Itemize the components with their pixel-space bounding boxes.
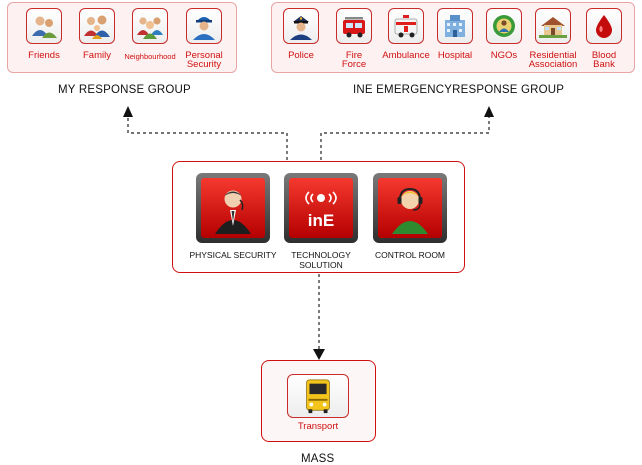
ambulance-tile[interactable]	[388, 8, 424, 44]
friends-label: Friends	[28, 50, 60, 61]
blood-bank-label: Blood Bank	[591, 50, 617, 70]
neighbourhood-label: Neighbourhood	[124, 52, 176, 61]
connector-to-my-group	[127, 116, 288, 160]
transport-label: Transport	[297, 421, 339, 432]
police-tile[interactable]	[283, 8, 319, 44]
family-label: Family	[83, 50, 111, 61]
ambulance-label: Ambulance	[382, 50, 430, 61]
police-icon	[290, 16, 312, 40]
bus-icon	[306, 379, 330, 414]
arrowhead-mass	[313, 349, 325, 360]
fire-force-tile[interactable]	[336, 8, 372, 44]
arrowhead-ine-group	[484, 106, 494, 117]
control-room-tile[interactable]	[373, 173, 447, 243]
blood-bank-tile[interactable]	[586, 8, 622, 44]
ngos-icon	[493, 15, 515, 37]
personal-security-tile[interactable]	[186, 8, 222, 44]
control-room-label: CONTROL ROOM	[374, 250, 446, 260]
technology-solution-label: TECHNOLOGY SOLUTION	[291, 250, 351, 270]
ine-logo-icon: inE	[305, 191, 337, 230]
police-label: Police	[288, 50, 314, 61]
fire-force-label: Fire Force	[341, 50, 367, 70]
ngos-label: NGOs	[490, 50, 518, 61]
hospital-label: Hospital	[437, 50, 473, 61]
operator-headset-icon	[392, 187, 428, 234]
connector-to-ine-group	[320, 116, 490, 160]
family-tile[interactable]	[79, 8, 115, 44]
fire-force-icon	[343, 17, 365, 38]
mass-title: MASS	[301, 453, 335, 465]
arrowhead-my-group	[123, 106, 133, 117]
residential-association-tile[interactable]	[535, 8, 571, 44]
transport-tile[interactable]	[287, 374, 349, 418]
personal-security-icon	[193, 17, 215, 40]
personal-security-label: Personal Security	[185, 50, 223, 70]
neighbourhood-icon	[137, 17, 163, 39]
ngos-tile[interactable]	[486, 8, 522, 44]
blood-bank-icon	[596, 15, 612, 38]
residential-association-icon	[539, 17, 567, 38]
my-response-group-title: MY RESPONSE GROUP	[58, 84, 191, 96]
friends-tile[interactable]	[26, 8, 62, 44]
hospital-icon	[445, 15, 465, 37]
ambulance-icon	[394, 15, 418, 38]
friends-icon	[32, 16, 57, 38]
physical-security-tile[interactable]	[196, 173, 270, 243]
technology-logo-text: inE	[308, 211, 334, 230]
ine-emergency-response-group-title: INE EMERGENCYRESPONSE GROUP	[353, 84, 565, 96]
residential-association-label: Residential Association	[528, 50, 578, 70]
physical-security-label: PHYSICAL SECURITY	[189, 250, 277, 260]
security-guard-icon	[215, 190, 251, 234]
neighbourhood-tile[interactable]	[132, 8, 168, 44]
hospital-tile[interactable]	[437, 8, 473, 44]
technology-solution-tile[interactable]: inE	[284, 173, 358, 243]
family-icon	[84, 15, 110, 39]
